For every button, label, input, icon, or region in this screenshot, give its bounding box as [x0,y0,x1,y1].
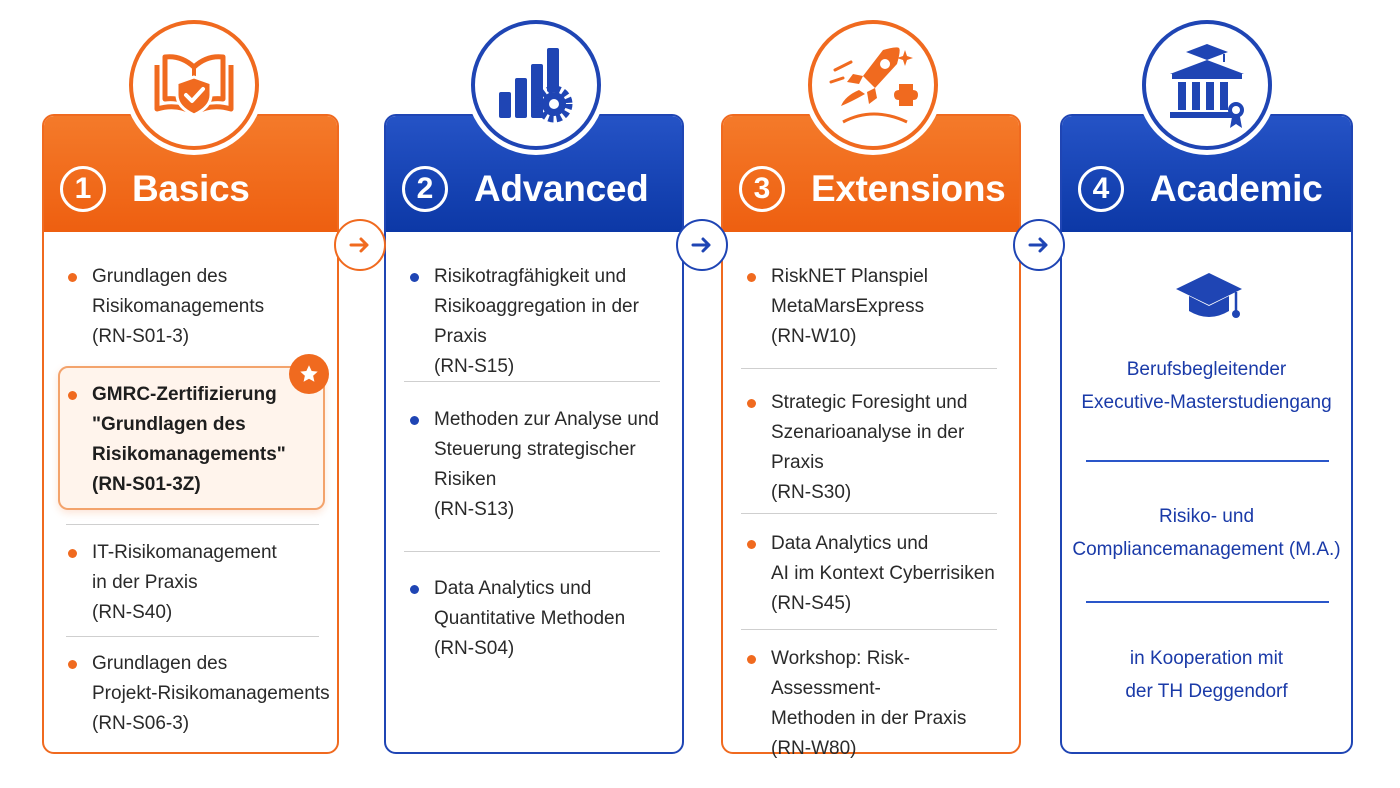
star-icon [289,354,329,394]
list-item: Workshop: Risk-Assessment- Methoden in d… [723,644,1019,764]
highlighted-item: GMRC-Zertifizierung "Grundlagen des Risi… [58,354,329,510]
bar-chart-gear-icon [471,20,601,150]
column-extensions: 3 Extensions RiskNET Planspiel MetaMarsE… [721,114,1021,759]
academic-text: Risiko- und Compliancemanagement (M.A.) [1072,506,1341,560]
divider [1086,601,1329,603]
divider [741,368,997,369]
arrow-right-icon [334,219,386,271]
bullet [747,399,756,408]
step-number: 1 [60,166,106,212]
divider [66,524,319,525]
divider [741,629,997,630]
university-building-icon [1142,20,1272,150]
column-title: Basics [132,168,250,209]
divider [404,551,660,552]
academic-text: Berufsbegleitender Executive-Masterstudi… [1081,359,1332,413]
divider [404,381,660,382]
divider [1086,460,1329,462]
bullet [410,585,419,594]
divider [741,513,997,514]
step-number: 3 [739,166,785,212]
list-item: Data Analytics und Quantitative Methoden… [386,574,682,664]
step-number: 2 [402,166,448,212]
list-item: Grundlagen des Projekt-Risikomanagements… [44,649,337,739]
column-basics: 1 Basics Grundlagen des Risikomanagement… [42,114,339,754]
bullet [68,660,77,669]
divider [66,636,319,637]
column-title: Extensions [811,168,1006,209]
list-item: IT-Risikomanagement in der Praxis (RN-S4… [44,538,337,628]
bullet [410,416,419,425]
column-academic: 4 Academic Berufsbegleitender Executive-… [1060,114,1353,754]
list-item: Data Analytics und AI im Kontext Cyberri… [723,529,1019,619]
bullet [747,655,756,664]
book-shield-icon [129,20,259,150]
list-item: Methoden zur Analyse und Steuerung strat… [386,405,682,525]
list-item: Grundlagen des Risikomanagements (RN-S01… [44,262,337,352]
bullet [68,391,77,400]
column-title: Advanced [474,168,649,209]
step-number: 4 [1078,166,1124,212]
column-advanced: 2 Advanced Risikotragfähigkeit und Risik… [384,114,684,754]
list-item: RiskNET Planspiel MetaMarsExpress (RN-W1… [723,262,1019,352]
arrow-right-icon [1013,219,1065,271]
graduation-cap-icon [1174,271,1244,336]
column-title: Academic [1150,168,1323,209]
rocket-puzzle-icon [808,20,938,150]
bullet [747,273,756,282]
bullet [68,549,77,558]
list-item: GMRC-Zertifizierung "Grundlagen des Risi… [60,380,323,500]
bullet [68,273,77,282]
bullet [410,273,419,282]
column-header: 3 Extensions [723,116,1019,232]
list-item: Strategic Foresight und Szenarioanalyse … [723,388,1019,508]
arrow-right-icon [676,219,728,271]
bullet [747,540,756,549]
list-item: Risikotragfähigkeit und Risikoaggregatio… [386,262,682,382]
academic-text: in Kooperation mit der TH Deggendorf [1125,648,1288,702]
